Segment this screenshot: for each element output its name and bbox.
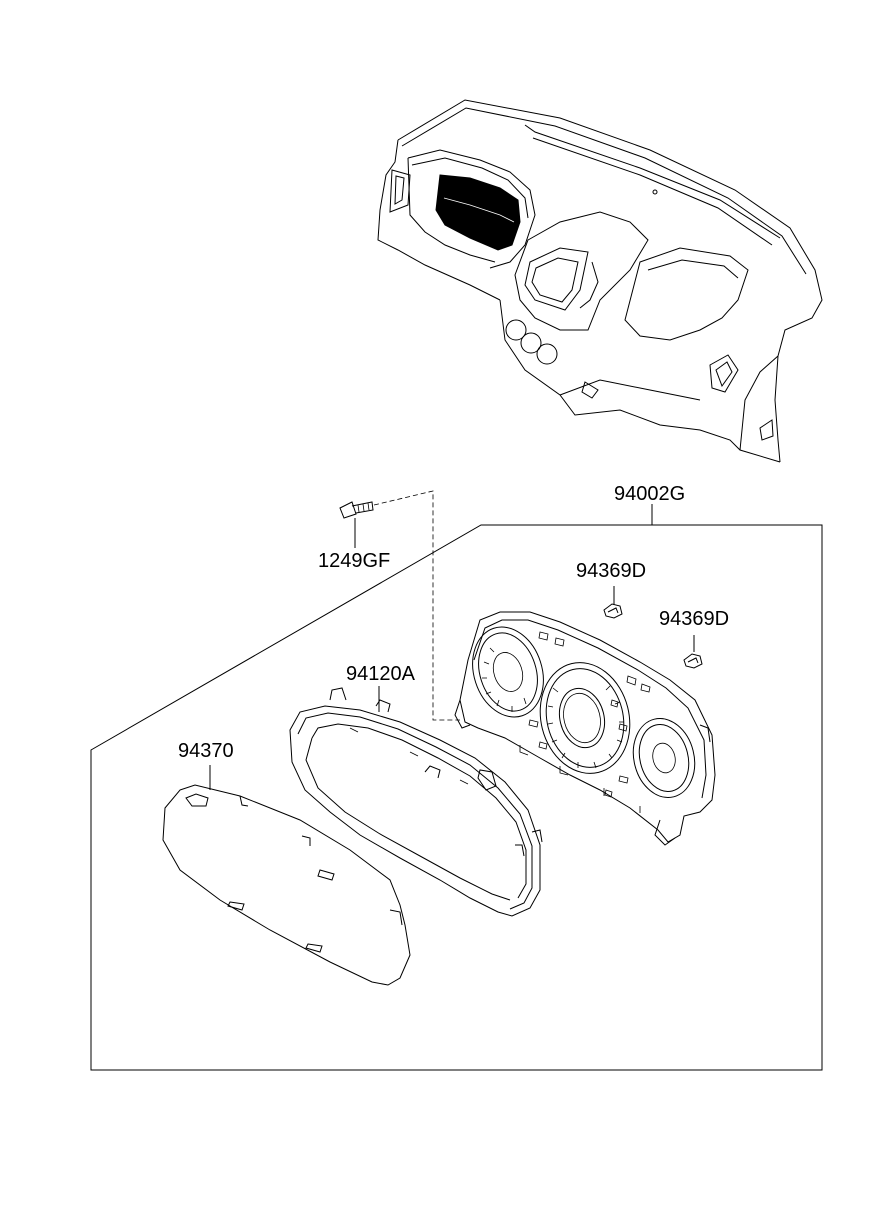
label-bulb-upper-94369d: 94369D	[576, 560, 647, 582]
tapping-screw-drawing	[339, 490, 460, 721]
label-glass-94370: 94370	[178, 740, 234, 762]
cluster-glass-drawing	[162, 784, 411, 986]
assembly-boundary	[90, 504, 823, 1071]
label-case-94120a: 94120A	[346, 663, 415, 685]
cluster-case-drawing	[289, 687, 543, 917]
instrument-cluster-drawing	[454, 611, 716, 846]
label-assembly-94002g: 94002G	[614, 483, 686, 505]
dashboard-panel-drawing	[377, 99, 823, 463]
leader-lines	[209, 686, 380, 790]
label-screw-1249gf: 1249GF	[318, 550, 391, 572]
label-bulb-right-94369d: 94369D	[659, 608, 730, 630]
bulb-socket-drawing	[603, 586, 703, 669]
